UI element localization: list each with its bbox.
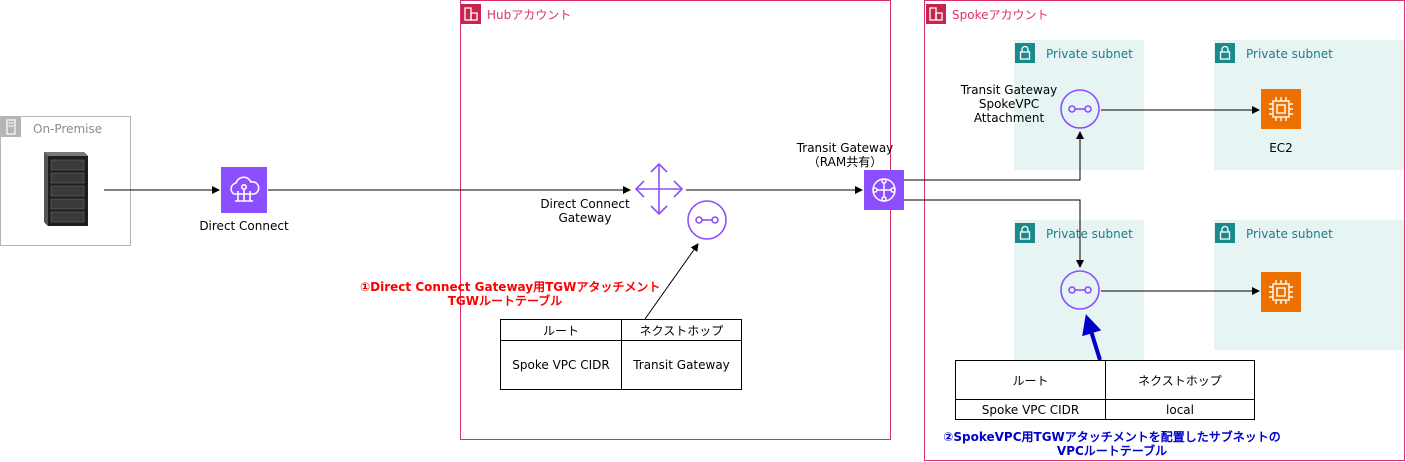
- transit-gateway-label-line2: （RAM共有）: [807, 155, 883, 169]
- account-group-icon: [926, 4, 946, 24]
- tgw-attachment-label-line3: Attachment: [973, 111, 1045, 125]
- subnet-label: Private subnet: [1246, 227, 1333, 241]
- hub-account-group: [460, 0, 891, 440]
- tgw-route-table-note: ①Direct Connect Gateway用TGWアタッチメント TGWルー…: [360, 280, 661, 308]
- ec2-instance-icon: [1261, 89, 1301, 129]
- tgw-to-bottom-attachment-line: [904, 199, 1084, 268]
- server-rack-icon: [38, 150, 90, 232]
- route-table-cell: Spoke VPC CIDR: [500, 340, 622, 390]
- route-table-header: ルート: [500, 319, 622, 341]
- route-table-cell: Transit Gateway: [621, 340, 742, 390]
- vpc-route-table-note-line1: ②SpokeVPC用TGWアタッチメントを配置したサブネットの: [943, 430, 1281, 444]
- private-subnet: [1214, 40, 1404, 170]
- direct-connect-gateway-label: Direct Connect Gateway: [535, 197, 635, 225]
- tgw-route-table: ルート ネクストホップ Spoke VPC CIDR Transit Gatew…: [500, 319, 742, 390]
- server-icon: [1, 117, 21, 137]
- on-premise-label: On-Premise: [33, 122, 103, 136]
- subnet-label: Private subnet: [1046, 47, 1133, 61]
- transit-gateway-icon: [864, 170, 904, 210]
- vpc-route-table-note: ②SpokeVPC用TGWアタッチメントを配置したサブネットの VPCルートテー…: [930, 430, 1294, 458]
- ec2-instance-icon: [1261, 272, 1301, 312]
- route-table-header: ネクストホップ: [621, 319, 742, 341]
- direct-connect-gateway-icon: [632, 162, 686, 220]
- tgw-attachment-icon: [1059, 88, 1101, 134]
- on-premise-group: [0, 116, 131, 246]
- route-table-header: ルート: [955, 360, 1106, 400]
- spoke-account-group: [924, 0, 1405, 461]
- route-table-cell: local: [1105, 399, 1255, 420]
- transit-gateway-label-line1: Transit Gateway: [796, 141, 894, 155]
- lock-icon: [1015, 223, 1035, 243]
- lock-icon: [1015, 43, 1035, 63]
- tgw-attachment-label-line2: SpokeVPC: [978, 97, 1040, 111]
- hub-account-label: Hubアカウント: [487, 8, 572, 22]
- subnet-label: Private subnet: [1046, 227, 1133, 241]
- private-subnet: [1214, 220, 1404, 350]
- direct-connect-gateway-label-line1: Direct Connect: [540, 197, 630, 211]
- tgw-attachment-label: Transit Gateway SpokeVPC Attachment: [950, 83, 1068, 125]
- transit-gateway-label: Transit Gateway （RAM共有）: [790, 141, 900, 169]
- private-subnet: [1014, 40, 1144, 170]
- direct-connect-label: Direct Connect: [199, 219, 289, 233]
- tgw-attachment-icon: [686, 199, 728, 245]
- vpc-route-table-arrow: [1082, 314, 1102, 361]
- table-to-attachment-line: [644, 243, 699, 320]
- route-table-cell: Spoke VPC CIDR: [955, 399, 1106, 420]
- lock-icon: [1215, 43, 1235, 63]
- vpc-route-table: ルート ネクストホップ Spoke VPC CIDR local: [955, 360, 1255, 420]
- tgw-to-top-attachment-line: [904, 131, 1084, 181]
- lock-icon: [1215, 223, 1235, 243]
- direct-connect-icon: [221, 167, 267, 213]
- vpc-route-table-note-line2: VPCルートテーブル: [1056, 444, 1168, 458]
- direct-connect-gateway-label-line2: Gateway: [558, 211, 612, 225]
- spoke-account-label: Spokeアカウント: [952, 8, 1049, 22]
- tgw-route-table-note-line1: ①Direct Connect Gateway用TGWアタッチメント: [360, 280, 661, 294]
- account-group-icon: [461, 4, 481, 24]
- ec2-label: EC2: [1269, 141, 1293, 155]
- tgw-attachment-icon: [1059, 269, 1101, 315]
- tgw-attachment-label-line1: Transit Gateway: [960, 83, 1058, 97]
- route-table-header: ネクストホップ: [1105, 360, 1255, 400]
- tgw-route-table-note-line2: TGWルートテーブル: [447, 294, 563, 308]
- subnet-label: Private subnet: [1246, 47, 1333, 61]
